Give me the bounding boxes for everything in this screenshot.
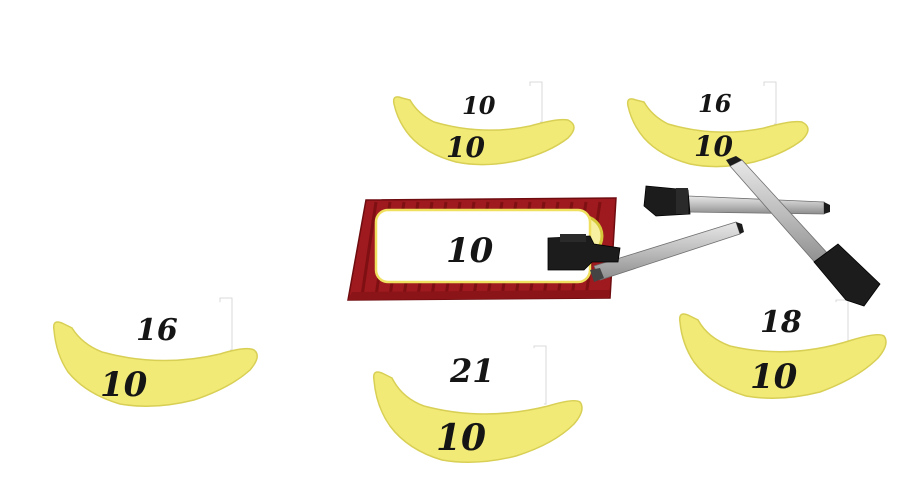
banana-card-mid-right[interactable]: 18 10 (678, 299, 887, 399)
card-bid: 10 (694, 130, 733, 163)
marker-cap-icon (547, 235, 621, 271)
card-bid: 10 (446, 131, 485, 164)
card-white-area (436, 348, 544, 406)
board-value: 10 (446, 231, 494, 271)
dry-erase-board[interactable]: 10 (347, 197, 617, 301)
card-guess: 10 (462, 91, 496, 120)
banana-card-top-right[interactable]: 16 10 (626, 81, 809, 168)
marker-pen-1[interactable] (643, 185, 830, 217)
card-guess: 16 (136, 313, 178, 348)
banana-icon (372, 371, 583, 463)
card-white-area (742, 302, 846, 356)
banana-icon (626, 98, 809, 168)
marker-body (687, 195, 825, 215)
marker-pen-2[interactable] (726, 156, 881, 307)
board-edge (348, 290, 610, 300)
marker-clip (560, 234, 586, 242)
banana-icon (52, 321, 258, 407)
card-white-area (452, 86, 540, 124)
banana-card-top-center[interactable]: 10 10 (392, 81, 575, 166)
marker-tip (590, 268, 604, 282)
card-guess: 18 (760, 305, 802, 340)
banana-card-bottom-center[interactable]: 21 10 (372, 345, 583, 463)
card-bid: 10 (436, 417, 486, 459)
marker-pen-3[interactable] (547, 221, 744, 282)
banana-icon (678, 313, 887, 399)
card-guess: 16 (698, 89, 732, 118)
card-white-area (686, 86, 774, 126)
marker-cap-icon (813, 243, 881, 307)
banana-icon (392, 96, 575, 166)
card-bid: 10 (750, 357, 798, 397)
marker-tip (824, 202, 830, 214)
card-white-area (120, 302, 230, 352)
marker-tip (736, 222, 744, 234)
card-bid: 10 (100, 365, 148, 405)
banana-card-mid-left[interactable]: 16 10 (52, 297, 258, 407)
card-guess: 21 (449, 352, 495, 390)
marker-tip (726, 156, 742, 166)
marker-clip (676, 188, 688, 214)
